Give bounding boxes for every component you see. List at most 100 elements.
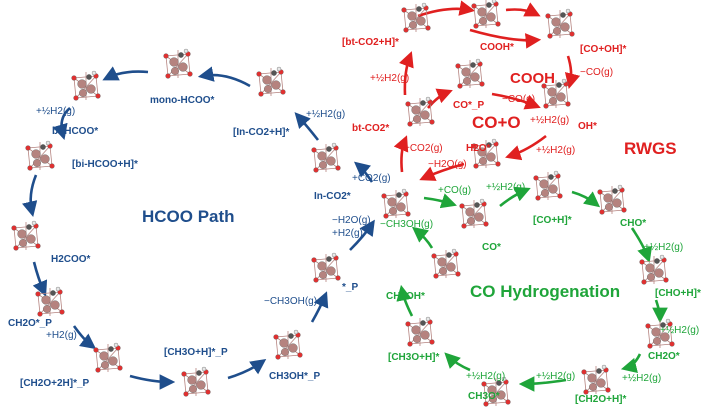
title-hcoo-path: HCOO Path <box>142 207 235 226</box>
arrow-center-up-to-bt-co2 <box>393 135 409 173</box>
label-co2-step-1: +CO2(g) <box>352 173 391 184</box>
title-co-o: CO+O <box>472 113 521 132</box>
label-co-h: [CO+H]* <box>533 215 572 226</box>
label-h2-step-1: +½H2(g) <box>36 106 76 117</box>
cluster-model <box>35 286 65 317</box>
label-bi-hcoo-h: [bi-HCOO+H]* <box>72 159 138 170</box>
cluster-model <box>541 78 571 109</box>
label-ch3o-h: [CH3O+H]* <box>388 352 440 363</box>
arrow-center-to-in-co2 <box>354 161 374 183</box>
cluster-model <box>533 170 563 201</box>
arrow-ch3o-h-to-ch3oh <box>396 284 414 317</box>
label-h2-step-3: +H2(g) <box>46 330 77 341</box>
label-in-co2-h: [In-CO2+H]* <box>233 127 290 138</box>
label-minus-h2o-1: −H2O(g) <box>332 215 371 226</box>
cluster-model <box>25 140 55 171</box>
title-rwgs: RWGS <box>624 139 677 158</box>
label-h2-step-8: +½H2(g) <box>486 182 526 193</box>
arrow-bt-co2h-to-cooh <box>417 0 476 18</box>
label-h2-step-2: +½H2(g) <box>306 109 346 120</box>
label-h2-step-7: +½H2(g) <box>536 145 576 156</box>
cluster-model <box>545 8 575 39</box>
cluster-model <box>597 184 627 215</box>
arrow-co-p-to-oh <box>491 92 541 110</box>
label-cho-h: [CHO+H]* <box>655 288 701 299</box>
label-minus-co-2: −CO(g) <box>502 94 536 105</box>
label-ch2o-h: [CH2O+H]* <box>575 394 627 405</box>
cluster-model <box>11 220 41 251</box>
arrow-cooh-to-co-oh <box>505 2 541 17</box>
label-bi-hcoo: bi-HCOO* <box>52 126 99 137</box>
label-ch3o-star: CH3O* <box>468 391 500 402</box>
cluster-model <box>471 0 501 29</box>
title-cooh: COOH <box>510 70 555 87</box>
label-h2o-star: H2O* <box>466 143 491 154</box>
cluster-model <box>311 252 341 283</box>
label-ch3oh-star: CH3OH* <box>386 291 425 302</box>
arrow-ch3oh-p-to-p <box>310 291 329 323</box>
cluster-model <box>181 366 211 397</box>
label-cooh-star: COOH* <box>480 42 514 53</box>
cluster-model <box>405 316 435 347</box>
label-h2coo: H2COO* <box>51 254 91 265</box>
label-h2-step-10: +½H2(g) <box>660 325 700 336</box>
arrow-bi-hcoo-to-bi-hcooh <box>52 107 71 140</box>
label-h2-step-5: +½H2(g) <box>370 73 410 84</box>
label-minus-h2o-2: −H2O(g) <box>428 159 467 170</box>
arrow-co-h-to-cho <box>571 190 601 208</box>
arrow-co-to-co-h <box>499 186 531 207</box>
label-h2-step-12: +½H2(g) <box>536 371 576 382</box>
title-co-hydrogenation: CO Hydrogenation <box>470 282 621 301</box>
arrow-center-to-co <box>423 193 457 209</box>
label-in-co2: In-CO2* <box>314 191 351 202</box>
arrow-ch2o-2h-p-to-ch3o-h-p <box>129 374 176 390</box>
label-ch2o-star: CH2O* <box>648 351 680 362</box>
cluster-model <box>163 48 193 79</box>
arrow-bt-co2-to-bt-co2h <box>399 51 414 96</box>
rwgs-arrows <box>393 0 581 181</box>
arrow-mono-to-bi-hcoo <box>102 66 149 81</box>
label-minus-ch3oh-2: −CH3OH(g) <box>380 219 434 230</box>
label-minus-co-1: −CO(g) <box>580 67 614 78</box>
arrow-bi-hcooh-to-h2coo <box>22 174 38 218</box>
cluster-model <box>455 58 485 89</box>
cluster-model <box>459 198 489 229</box>
arrow-ch2o-h-to-ch3o <box>518 376 567 392</box>
cluster-model <box>431 248 461 279</box>
label-co-oh: [CO+OH]* <box>580 44 627 55</box>
arrow-oh-to-h2o <box>505 134 547 161</box>
label-mono-hcoo: mono-HCOO* <box>150 95 215 106</box>
cluster-model <box>471 138 501 169</box>
cluster-model <box>71 70 101 101</box>
arrow-h2o-to-center <box>419 162 465 181</box>
label-h2-step-4: +H2(g) <box>332 228 363 239</box>
arrow-cho-h-to-ch2o <box>652 299 668 324</box>
cluster-model <box>581 364 611 395</box>
cluster-model <box>93 342 123 373</box>
hcoo-path-arrows <box>22 66 375 390</box>
cluster-model <box>405 96 435 127</box>
label-co-in: +CO(g) <box>438 185 472 196</box>
label-h2-step-6: +½H2(g) <box>530 115 570 126</box>
arrow-ch3oh-to-center <box>411 226 434 249</box>
label-minus-ch3oh-1: −CH3OH(g) <box>264 296 318 307</box>
label-ch2o-p: CH2O*_P <box>8 318 52 329</box>
arrow-ch2o-p-to-ch2o-2h-p <box>72 325 97 350</box>
arrow-ch3o-h-p-to-ch3oh-p <box>227 358 267 380</box>
label-ch3oh-p: CH3OH*_P <box>269 371 321 382</box>
arrow-ch3o-to-ch3o-h <box>444 352 471 372</box>
label-bt-co2: bt-CO2* <box>352 123 390 134</box>
arrow-in-co2-to-in-co2h <box>294 112 320 141</box>
cluster-model <box>639 254 669 285</box>
cluster-model <box>256 66 286 97</box>
label-h2-step-9: +½H2(g) <box>644 242 684 253</box>
arrow-p-to-center <box>349 219 375 251</box>
label-co-p: CO*_P <box>453 100 485 111</box>
label-ch3o-h-p: [CH3O+H]*_P <box>164 347 228 358</box>
cluster-model <box>481 376 511 407</box>
label-h2-step-11: +½H2(g) <box>466 371 506 382</box>
label-co2-step-2: +CO2(g) <box>404 143 443 154</box>
cluster-model <box>311 142 341 173</box>
